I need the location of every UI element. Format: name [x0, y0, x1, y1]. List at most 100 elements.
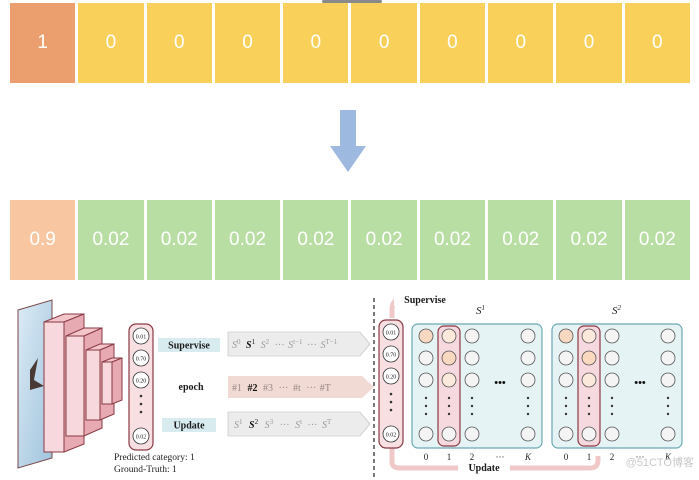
sup-s1: S	[246, 340, 252, 351]
right-update-label: Update	[468, 463, 500, 474]
sup-s1-sup: 1	[252, 338, 256, 346]
svg-text:S1: S1	[476, 304, 485, 317]
m1-axis-3: ···	[496, 452, 505, 462]
svg-text:S0 S1 S2 ···: S0 S1 S2 ··· St−1 ··· ST−1	[232, 336, 338, 351]
matrix-s2: S2 ••• 0 1 2 ··· K	[551, 304, 683, 462]
right-output-vector: 0.01 0.70 0.20 0.02	[378, 319, 404, 449]
soft-cell-1: 0.02	[78, 200, 144, 280]
upd-sT-sup: T	[327, 418, 332, 426]
m1-axis-1: 1	[447, 452, 452, 462]
sup-st1: S	[288, 340, 293, 351]
epoch-1: #1	[232, 383, 242, 394]
epoch-dots2: ···	[306, 383, 316, 394]
upd-dots1: ···	[280, 420, 290, 431]
upd-dots2: ···	[308, 420, 318, 431]
m1-axis-2: 2	[470, 452, 475, 462]
matrix1-title: S	[476, 305, 482, 317]
sup-s0-sup: 0	[237, 338, 241, 346]
m2-axis-4: K	[664, 452, 672, 462]
soft-cell-2: 0.02	[146, 200, 212, 280]
m1-axis-4: K	[524, 452, 532, 462]
output-value-3: 0.02	[136, 435, 147, 441]
soft-cell-9: 0.02	[624, 200, 690, 280]
m2-axis-3: ···	[636, 452, 645, 462]
epoch-row: epoch #1 #2 #3 ··· #t ··· #T	[179, 376, 374, 398]
epoch-label: epoch	[179, 382, 204, 393]
soft-cell-3: 0.02	[214, 200, 281, 280]
svg-text:S1 S2 S3 ···: S1 S2 S3 ··· St ··· ST	[234, 416, 332, 431]
matrix1-hdots: •••	[494, 377, 506, 389]
one-hot-cell-2: 0	[146, 3, 212, 83]
upd-st-sup: t	[300, 418, 302, 426]
upd-sT: S	[322, 420, 327, 431]
sup-sT1: S	[320, 340, 325, 351]
right-output-value-2: 0.20	[386, 375, 397, 381]
svg-text:#1 #2 #3 ···: #1 #2 #3 ··· #t ··· #T	[232, 383, 331, 394]
m2-axis-2: 2	[610, 452, 615, 462]
one-hot-cell-7: 0	[488, 3, 554, 83]
watermark: @51CTO博客	[626, 455, 694, 469]
update-row: Update S1 S2 S3 ··· St ··· ST	[162, 411, 371, 437]
soft-cell-6: 0.02	[419, 200, 486, 280]
matrix-s1: S1 ••• 0 1 2 ··· K	[411, 304, 543, 462]
sup-st1-sup: t−1	[293, 338, 303, 346]
sup-s0: S	[232, 340, 237, 351]
right-output-value-0: 0.01	[386, 331, 397, 337]
output-value-2: 0.20	[136, 379, 147, 385]
sup-s2: S	[261, 340, 266, 351]
one-hot-cell-0: 1	[10, 3, 76, 83]
supervise-row: Supervise S0 S1 S2 ··· St−1 ··· ST−1	[158, 331, 371, 357]
one-hot-cell-4: 0	[283, 3, 349, 83]
right-output-value-3: 0.02	[386, 433, 397, 439]
one-hot-cell-6: 0	[419, 3, 486, 83]
cnn-layers	[43, 313, 123, 453]
matrix2-hdots: •••	[634, 377, 646, 389]
upd-st: S	[295, 420, 300, 431]
soft-cell-4: 0.02	[283, 200, 349, 280]
right-supervise-label: Supervise	[404, 295, 446, 306]
epoch-dots1: ···	[279, 383, 289, 394]
svg-text:S2: S2	[612, 304, 622, 317]
epoch-t: #t	[293, 383, 301, 394]
epoch-2: #2	[248, 383, 258, 394]
matrix1-sup: 1	[482, 304, 486, 312]
m2-axis-1: 1	[587, 452, 592, 462]
update-label: Update	[173, 421, 205, 432]
m1-axis-0: 0	[424, 452, 429, 462]
upd-s1-sup: 1	[239, 418, 243, 426]
one-hot-label-row: 1 0 0 0 0 0 0 0 0 0	[10, 3, 690, 83]
soft-cell-5: 0.02	[351, 200, 417, 280]
soft-cell-0: 0.9	[10, 200, 76, 280]
epoch-3: #3	[263, 383, 273, 394]
one-hot-cell-3: 0	[214, 3, 281, 83]
upd-s1: S	[234, 420, 239, 431]
update-loop: Supervise Update	[386, 292, 601, 474]
self-distillation-diagram: 0.01 0.70 0.20 0.02 Predicted category: …	[17, 292, 694, 478]
soft-cell-8: 0.02	[556, 200, 622, 280]
upd-s3-sup: 3	[270, 418, 274, 426]
sup-sT1-sup: T−1	[325, 338, 337, 346]
top-scroll-nub	[322, 0, 382, 3]
soft-label-row: 0.9 0.02 0.02 0.02 0.02 0.02 0.02 0.02 0…	[10, 200, 690, 280]
sup-s2-sup: 2	[266, 338, 270, 346]
upd-s2: S	[249, 420, 255, 431]
down-arrow-icon	[330, 110, 366, 172]
sup-dots1: ···	[275, 340, 285, 351]
predicted-category-label: Predicted category: 1	[114, 453, 195, 463]
one-hot-cell-9: 0	[624, 3, 690, 83]
output-vector: 0.01 0.70 0.20 0.02	[128, 323, 154, 451]
output-value-0: 0.01	[136, 335, 147, 341]
one-hot-cell-1: 0	[78, 3, 144, 83]
matrix2-sup: 2	[618, 304, 622, 312]
ground-truth-label: Ground-Truth: 1	[114, 465, 177, 475]
one-hot-cell-8: 0	[556, 3, 622, 83]
upd-s3: S	[265, 420, 270, 431]
epoch-T: #T	[320, 383, 331, 394]
output-value-1: 0.70	[136, 357, 147, 363]
m2-axis-0: 0	[564, 452, 569, 462]
right-output-value-1: 0.70	[386, 353, 397, 359]
sup-dots2: ···	[307, 340, 317, 351]
matrix2-title: S	[612, 305, 618, 317]
soft-cell-7: 0.02	[488, 200, 554, 280]
upd-s2-sup: 2	[255, 418, 259, 426]
